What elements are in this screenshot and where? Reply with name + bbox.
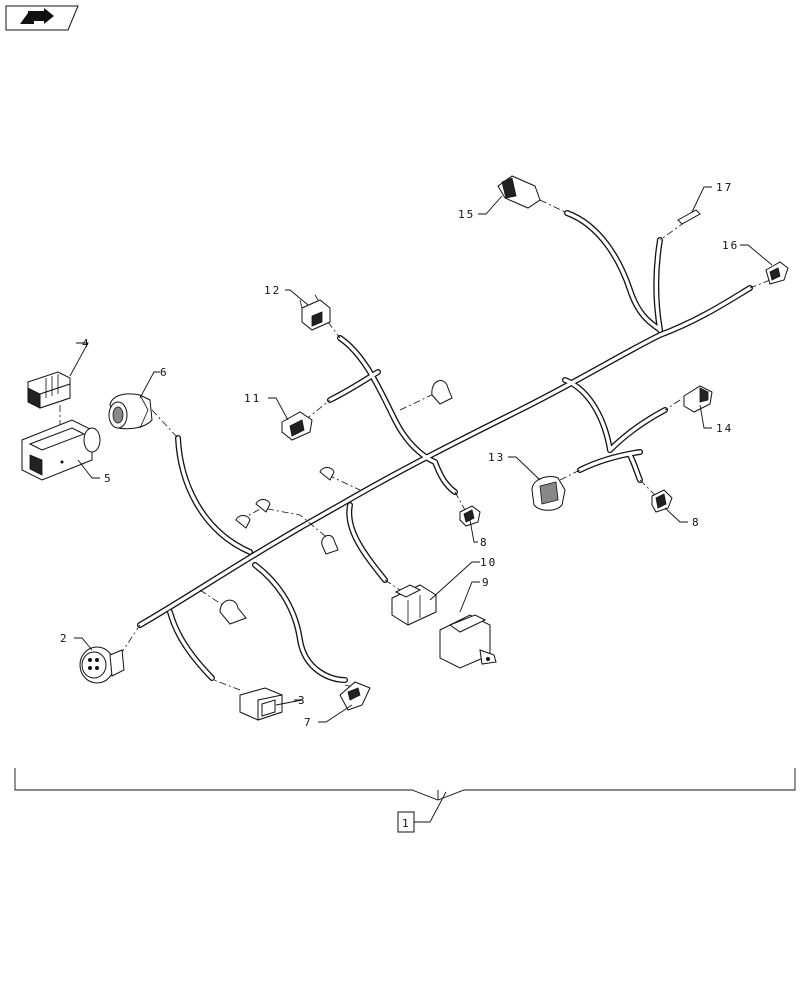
callout-10: 10 bbox=[480, 556, 497, 569]
callout-15: 15 bbox=[458, 208, 475, 221]
connector-part-15[interactable] bbox=[497, 175, 541, 209]
connector-part-13[interactable] bbox=[531, 476, 566, 511]
callout-12: 12 bbox=[264, 284, 281, 297]
callout-labels: 1 2 3 4 5 6 7 8 8 9 10 11 12 13 14 15 16… bbox=[60, 181, 739, 830]
callout-6: 6 bbox=[160, 366, 169, 379]
terminal-part-17[interactable] bbox=[677, 209, 701, 225]
connector-part-12[interactable] bbox=[299, 294, 331, 331]
callout-7: 7 bbox=[304, 716, 313, 729]
connector-part-8a[interactable] bbox=[459, 505, 481, 527]
connector-part-11[interactable] bbox=[281, 411, 313, 441]
callout-8a: 8 bbox=[480, 536, 489, 549]
callout-4: 4 bbox=[82, 337, 91, 350]
connector-part-4[interactable] bbox=[27, 371, 71, 409]
connector-part-10[interactable] bbox=[391, 584, 437, 626]
assembly-bracket bbox=[14, 768, 796, 823]
callout-5: 5 bbox=[104, 472, 113, 485]
callout-box-1 bbox=[397, 811, 415, 833]
clip-parts[interactable] bbox=[219, 380, 453, 625]
round-connector-part-2[interactable] bbox=[79, 646, 125, 684]
callout-11: 11 bbox=[244, 392, 261, 405]
callout-9: 9 bbox=[482, 576, 491, 589]
connector-part-3[interactable] bbox=[239, 687, 283, 721]
elbow-boot-part-6[interactable] bbox=[108, 393, 153, 430]
callout-8b: 8 bbox=[692, 516, 701, 529]
connector-part-8b[interactable] bbox=[651, 489, 673, 513]
callout-13: 13 bbox=[488, 451, 505, 464]
callout-14: 14 bbox=[716, 422, 733, 435]
connector-part-16[interactable] bbox=[765, 261, 789, 285]
relay-part-9[interactable] bbox=[439, 614, 497, 669]
assembly-lines bbox=[59, 199, 771, 691]
back-arrow-icon[interactable] bbox=[5, 5, 79, 31]
callout-1: 1 bbox=[402, 817, 411, 830]
callout-17: 17 bbox=[716, 181, 733, 194]
harness-wire-fill bbox=[138, 211, 752, 682]
housing-part-5[interactable] bbox=[21, 419, 101, 481]
connector-part-7[interactable] bbox=[339, 681, 371, 711]
connector-part-14[interactable] bbox=[683, 385, 713, 413]
callout-3: 3 bbox=[298, 694, 307, 707]
leader-lines bbox=[69, 186, 773, 723]
callout-2: 2 bbox=[60, 632, 69, 645]
callout-16: 16 bbox=[722, 239, 739, 252]
